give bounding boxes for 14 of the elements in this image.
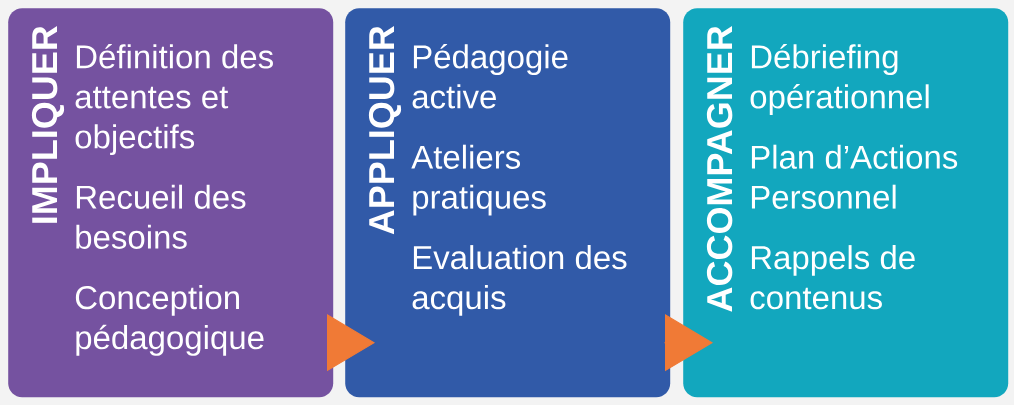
item-text: Plan d’Actions Personnel bbox=[751, 144, 958, 209]
item-text: Ateliers pratiques bbox=[411, 144, 546, 216]
vertical-heading: ACCOMPAGNER bbox=[706, 25, 733, 312]
item-text: Définition des attentes et objectifs bbox=[75, 43, 273, 156]
item-text: Débriefing opérationnel bbox=[750, 43, 929, 116]
item-text: Pédagogie active bbox=[412, 43, 568, 109]
vertical-heading: IMPLIQUER bbox=[31, 25, 65, 223]
arrow bbox=[326, 314, 375, 371]
item-text: Evaluation des acquis bbox=[412, 245, 627, 316]
item-text: Conception pédagogique bbox=[75, 285, 264, 356]
item-text: Recueil des besoins bbox=[76, 184, 246, 249]
arrow bbox=[663, 314, 713, 371]
item-text: Rappels de contenus bbox=[750, 245, 915, 310]
vertical-heading: APPLIQUER bbox=[368, 25, 402, 235]
